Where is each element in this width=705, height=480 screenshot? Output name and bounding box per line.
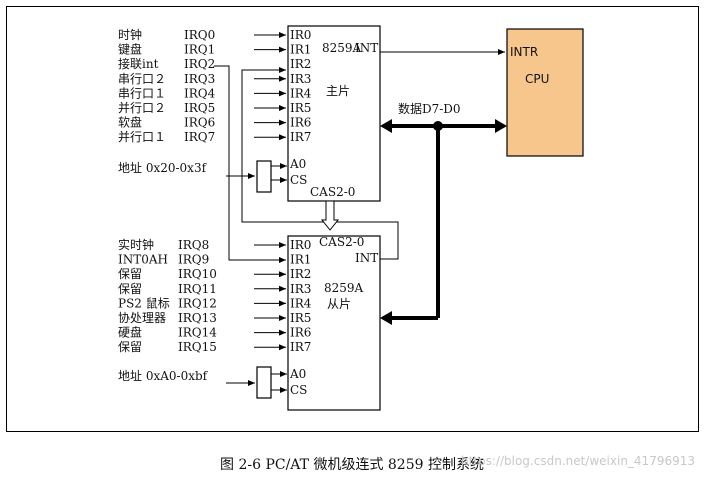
master-ir-label: IR0 (290, 28, 311, 42)
master-decoder-box (256, 160, 272, 193)
master-source-irq: IRQ2 (184, 57, 215, 71)
master-ir-label: IR3 (290, 72, 311, 86)
slave-source-irq: IRQ14 (178, 326, 217, 340)
slave-cs-label: CS (290, 383, 307, 397)
master-source-name: 串行口２ (118, 72, 166, 86)
cas-bus-arrow (320, 200, 340, 231)
master-source-name: 并行口２ (118, 101, 166, 115)
slave-source-name: 协处理器 (118, 310, 166, 325)
master-int-label: INT (355, 41, 378, 55)
master-cs-label: CS (290, 173, 307, 187)
slave-source-irq: IRQ9 (178, 253, 209, 267)
slave-source-name: PS2 鼠标 (118, 296, 170, 310)
master-source-labels: 时钟 IRQ0 键盘 IRQ1 接联int IRQ2 串行口２ IRQ3 串行口１ IRQ4 并行口… (118, 27, 216, 144)
slave-int-to-master-ir2-wire (241, 67, 399, 260)
irq2-to-slave-ir1-wire (216, 65, 286, 263)
slave-source-name: 实时钟 (118, 237, 154, 252)
master-ir-label: IR2 (290, 57, 311, 71)
master-source-irq: IRQ6 (184, 116, 215, 130)
slave-ir-label: IR1 (290, 253, 311, 267)
master-source-irq: IRQ1 (184, 43, 215, 57)
master-source-irq: IRQ7 (184, 130, 215, 144)
cpu-intr-label: INTR (510, 45, 538, 59)
slave-ir-label: IR7 (290, 340, 311, 354)
slave-decoder-box (256, 366, 272, 399)
slave-source-irq: IRQ12 (178, 296, 217, 310)
master-source-name: 并行口１ (118, 130, 166, 144)
master-ir-label: IR7 (290, 130, 311, 144)
slave-address-label: 地址 0xA0-0xbf (118, 369, 209, 383)
slave-ir-label: IR0 (290, 238, 311, 252)
master-source-irq: IRQ3 (184, 72, 215, 86)
slave-ir-label: IR4 (290, 296, 312, 310)
master-source-irq: IRQ4 (184, 86, 216, 100)
master-source-name: 时钟 (118, 27, 142, 42)
slave-ir-label: IR6 (290, 326, 311, 340)
data-bus-arrow-cpu (495, 119, 507, 133)
slave-source-irq: IRQ13 (178, 311, 217, 325)
slave-role-label: 从片 (327, 297, 351, 311)
slave-source-name: 保留 (118, 282, 142, 296)
slave-source-irq: IRQ11 (178, 282, 217, 296)
slave-source-irq: IRQ15 (178, 340, 217, 354)
master-ir-label: IR6 (290, 116, 311, 130)
master-ir-label: IR5 (290, 101, 311, 115)
slave-source-irq: IRQ8 (178, 238, 209, 252)
figure-frame (6, 6, 699, 432)
slave-source-irq: IRQ10 (178, 267, 217, 281)
master-cas-label: CAS2-0 (310, 185, 355, 199)
cpu-box (506, 28, 584, 157)
slave-ir-label: IR3 (290, 282, 311, 296)
slave-source-name: 保留 (118, 267, 142, 281)
master-chip-label: 8259A (322, 41, 362, 55)
slave-int-label: INT (355, 251, 378, 265)
figure-caption: 图 2-6 PC/AT 微机级连式 8259 控制系统 (220, 457, 484, 473)
master-source-irq: IRQ0 (184, 28, 215, 42)
master-address-label: 地址 0x20-0x3f (118, 161, 208, 175)
watermark-text: https://blog.csdn.net/weixin_41796913 (461, 454, 695, 468)
master-input-arrows (214, 32, 286, 141)
master-source-name: 串行口１ (118, 86, 166, 100)
master-source-name: 接联int (118, 56, 159, 71)
cpu-name-label: CPU (525, 72, 549, 86)
master-ir-label: IR1 (290, 43, 311, 57)
data-bus-label: 数据D7-D0 (398, 101, 461, 116)
slave-a0-label: A0 (289, 367, 306, 381)
slave-cas-label: CAS2-0 (319, 235, 364, 249)
master-source-name: 键盘 (118, 42, 142, 57)
slave-ir-label: IR5 (290, 311, 311, 325)
data-bus-arrow-master (380, 119, 392, 133)
master-8259-chip (287, 25, 381, 202)
slave-chip-label: 8259A (324, 281, 364, 295)
data-bus-arrow-slave (380, 311, 392, 325)
slave-input-arrows (254, 242, 286, 351)
master-source-name: 软盘 (118, 115, 142, 130)
slave-source-name: 硬盘 (118, 325, 142, 340)
master-ir-label: IR4 (290, 86, 312, 100)
master-source-irq: IRQ5 (184, 101, 215, 115)
master-a0-label: A0 (289, 157, 306, 171)
master-role-label: 主片 (326, 84, 350, 98)
slave-source-name: INT0AH (118, 253, 168, 267)
slave-8259-chip (287, 235, 381, 411)
slave-ir-label: IR2 (290, 267, 311, 281)
slave-source-name: 保留 (118, 340, 142, 354)
